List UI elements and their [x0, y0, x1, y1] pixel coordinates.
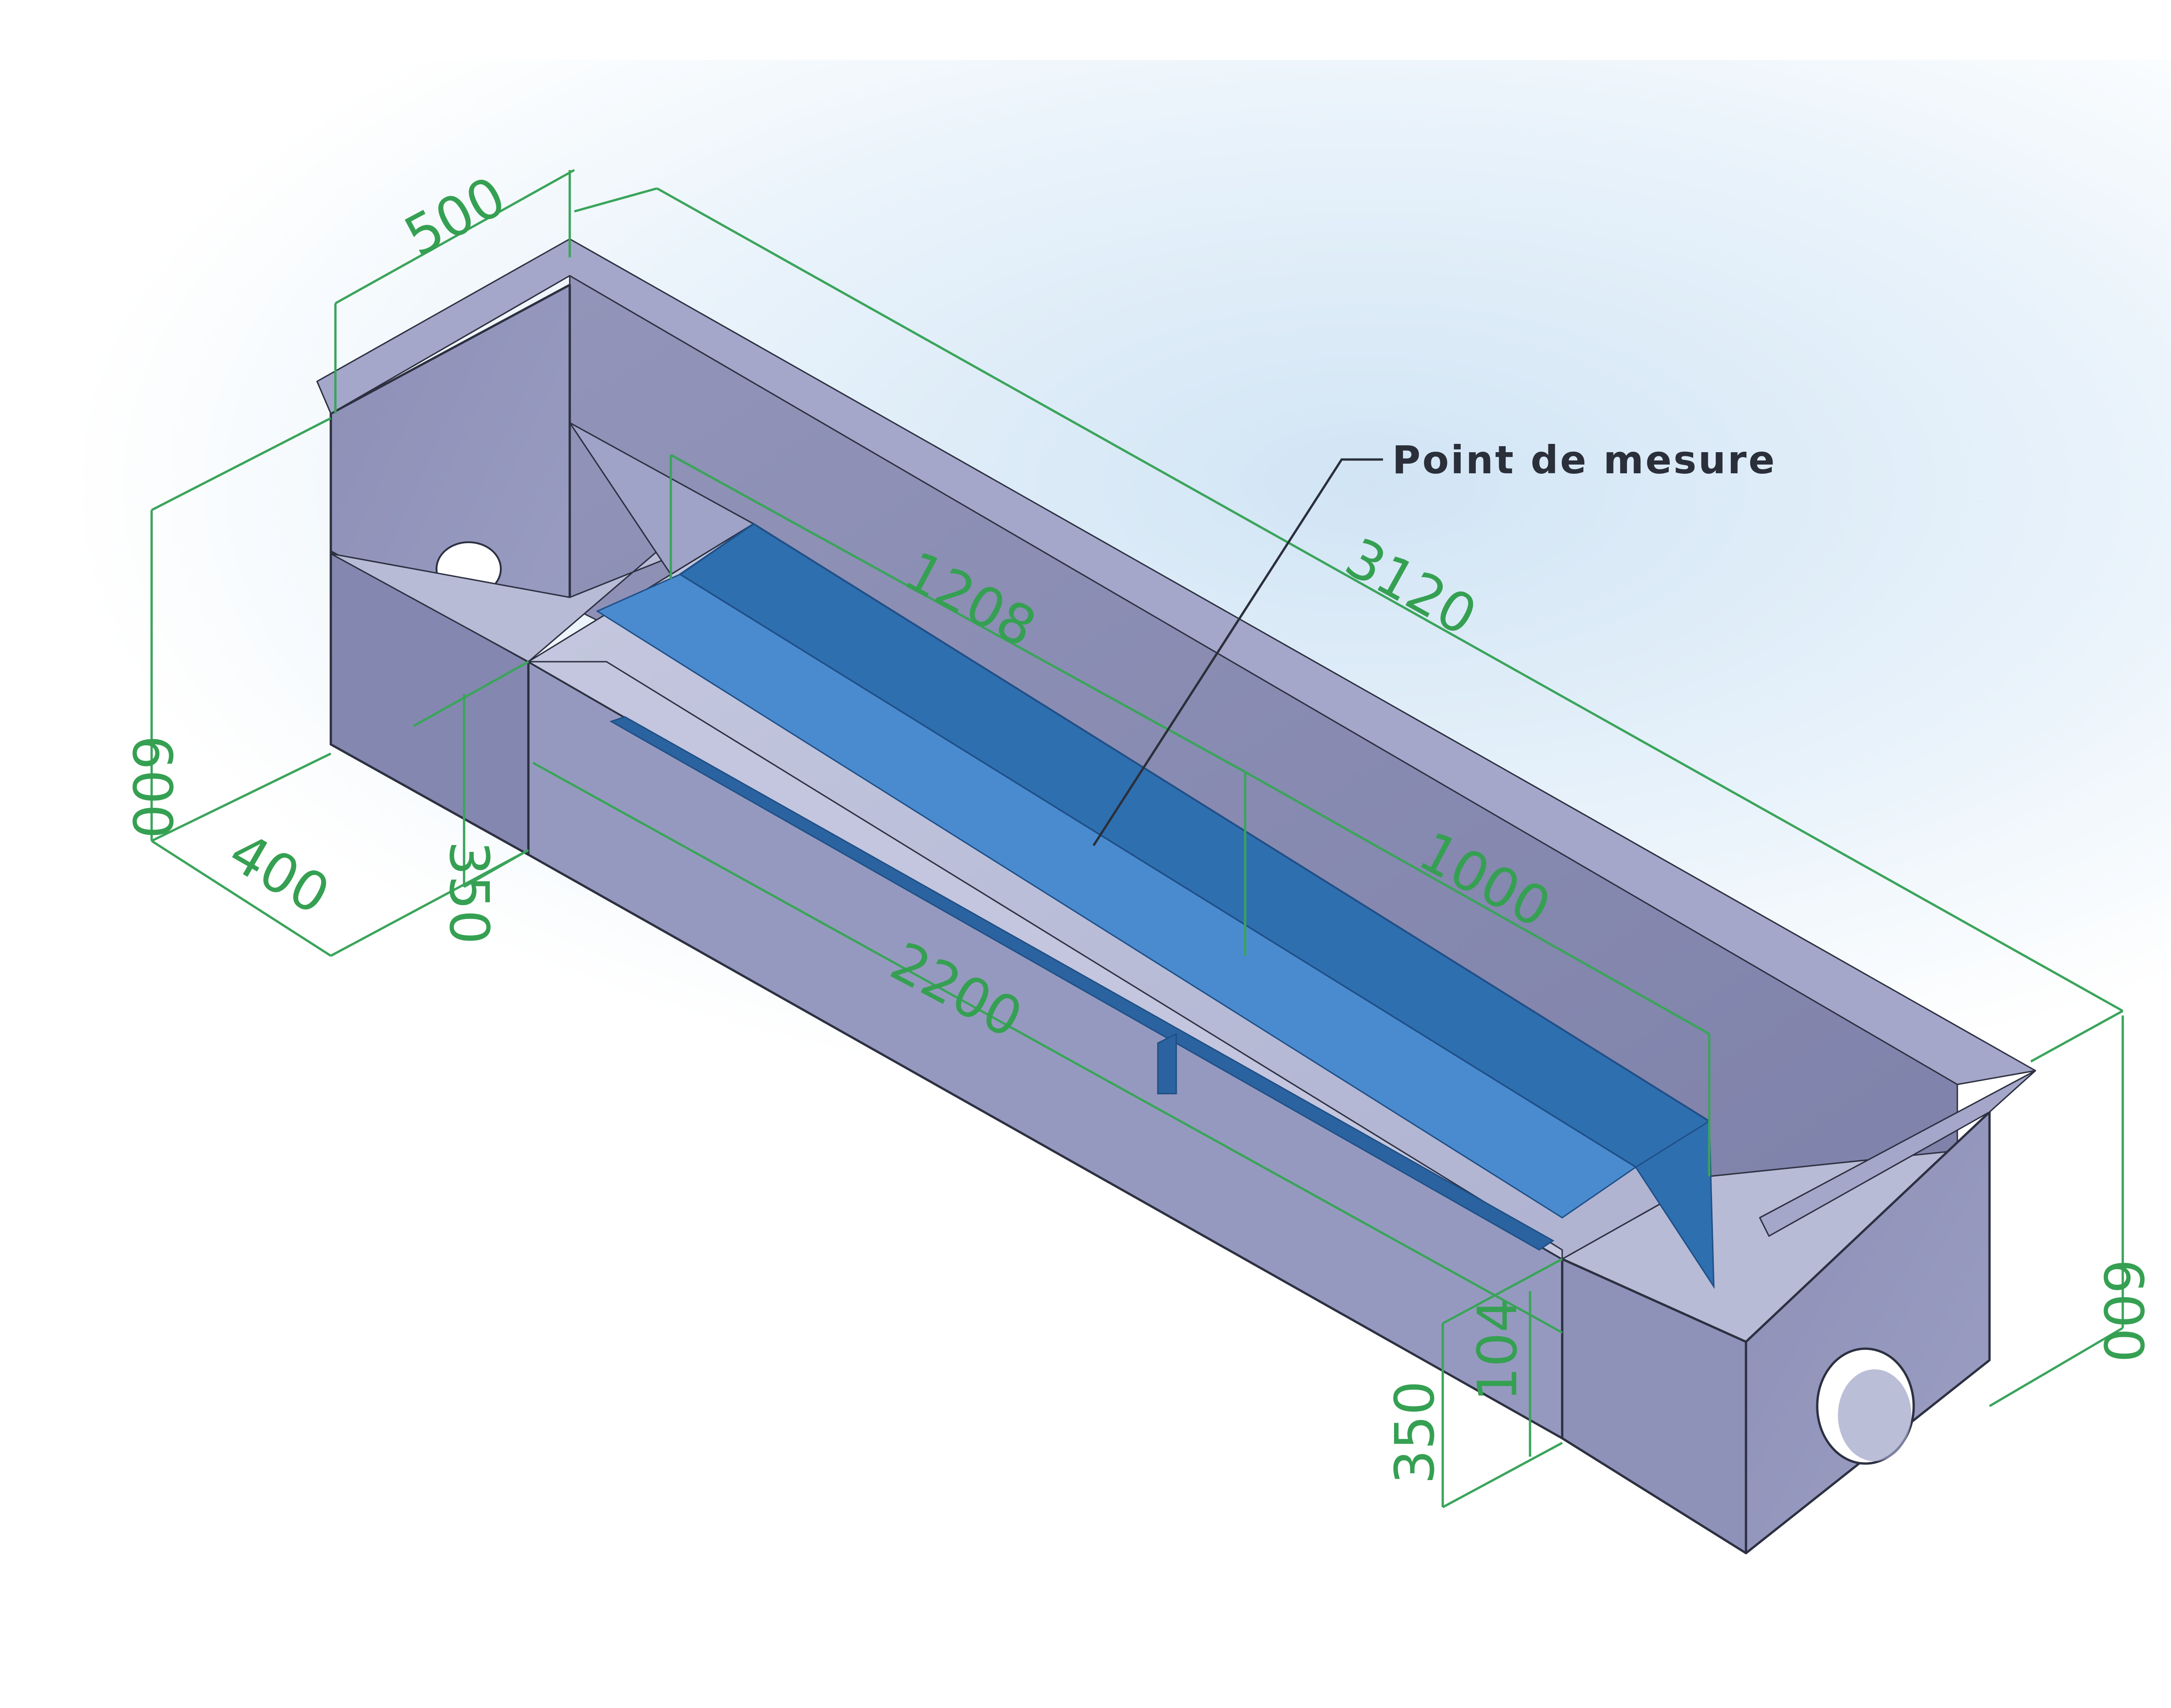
flume-body — [316, 238, 2036, 1555]
dimension-lines — [150, 169, 2124, 1509]
blue-lower-flange — [609, 716, 1554, 1251]
dim-label-left-height: 600 — [120, 735, 184, 839]
dim-label-right-height: 600 — [2092, 1259, 2155, 1362]
right-funnel-wedge — [1634, 1120, 1715, 1289]
callout-leader — [1092, 458, 1383, 846]
blue-web — [1157, 1033, 1177, 1095]
right-outlet-inner — [1838, 1369, 1911, 1461]
right-rim — [1759, 1070, 2036, 1237]
dim-label-weir-height: 104 — [1466, 1298, 1529, 1402]
dim-label-inner-height-right: 350 — [1383, 1381, 1446, 1484]
dim-label-inner-height-left: 350 — [437, 841, 501, 944]
right-end-face — [1745, 1111, 1991, 1555]
callout-point-de-mesure: Point de mesure — [1392, 437, 1776, 482]
